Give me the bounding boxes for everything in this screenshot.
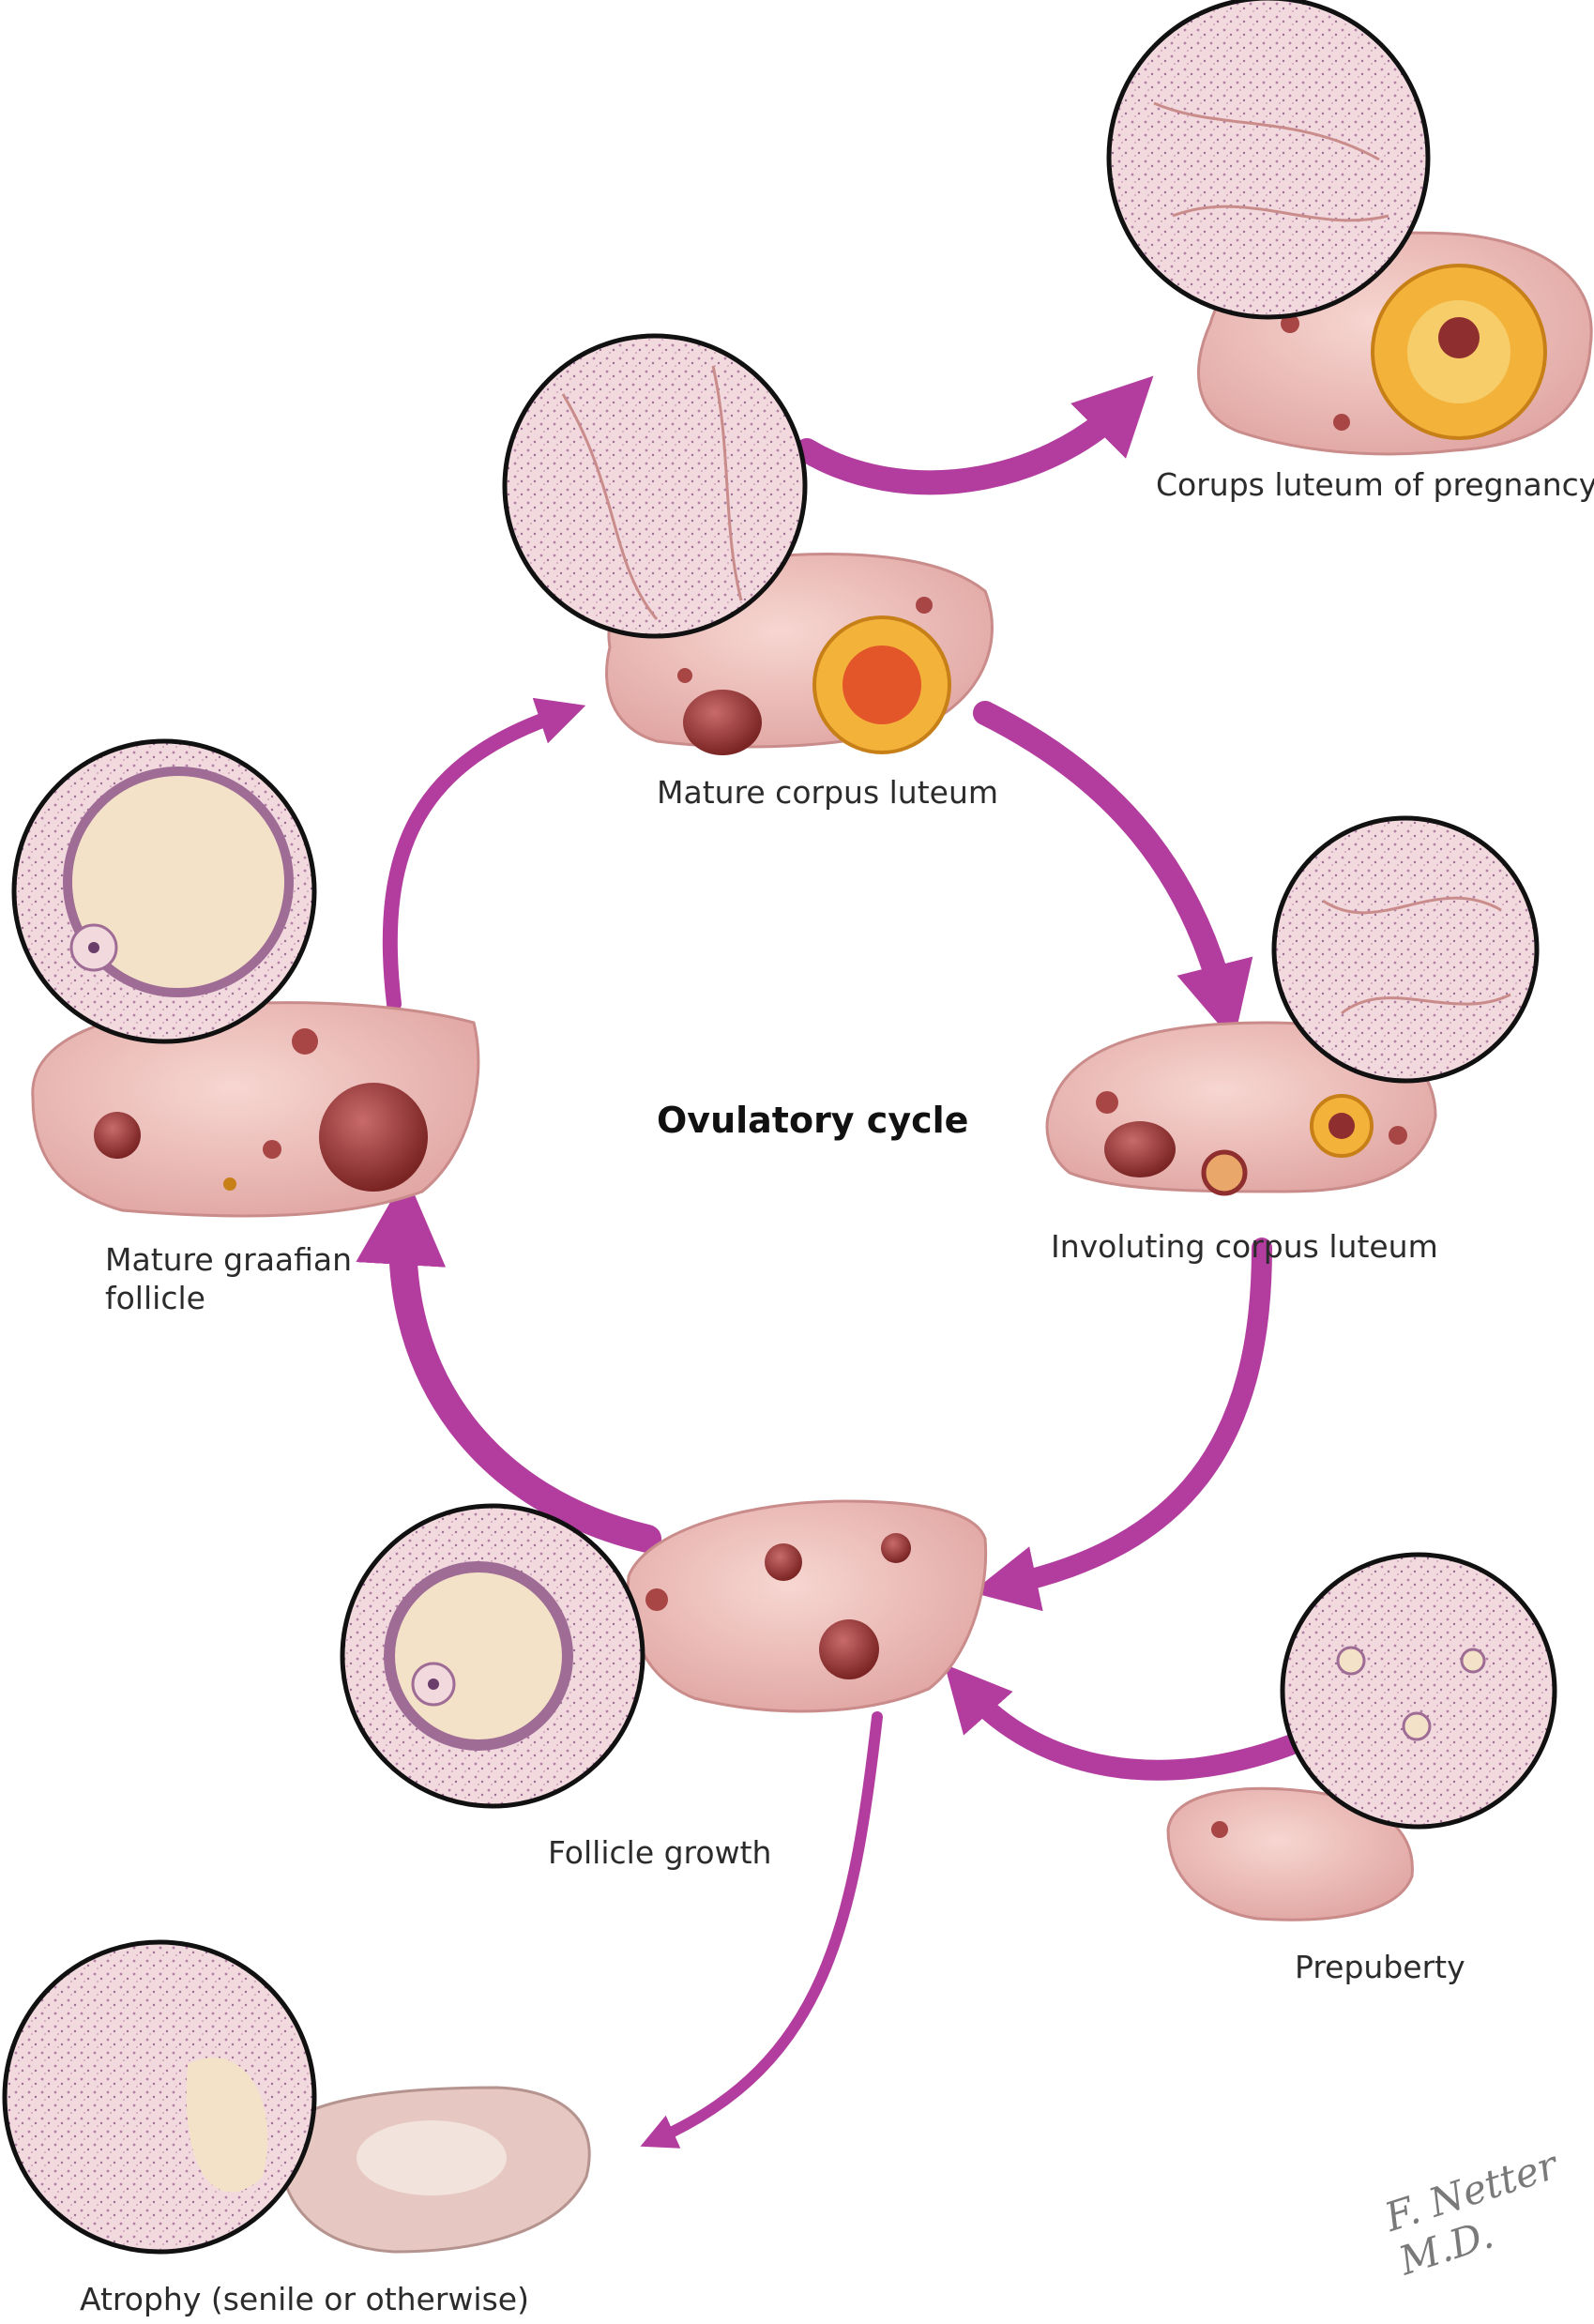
label-corpus-luteum-pregnancy: Corups luteum of pregnancy [1156, 466, 1594, 503]
label-prepuberty: Prepuberty [1295, 1949, 1465, 1985]
ovary-corpus-luteum-pregnancy [1197, 231, 1593, 456]
micrograph-mature-corpus-luteum [502, 333, 808, 639]
ovary-mature-graafian-follicle [31, 1001, 480, 1218]
label-mature-graafian-follicle: Mature graafian follicle [105, 1241, 353, 1317]
ovary-atrophy [279, 2086, 591, 2254]
ovary-follicle-growth [626, 1499, 988, 1713]
label-involuting-corpus-luteum: Involuting corpus luteum [1051, 1228, 1438, 1265]
micrograph-follicle-growth [340, 1503, 645, 1809]
label-atrophy: Atrophy (senile or otherwise) [80, 2281, 529, 2317]
ovary-prepuberty [1166, 1786, 1414, 1921]
micrograph-involuting-corpus-luteum [1271, 815, 1540, 1084]
arrow-to-atrophy [640, 1711, 883, 2149]
label-follicle-growth: Follicle growth [548, 1834, 772, 1871]
label-mature-corpus-luteum: Mature corpus luteum [657, 774, 999, 811]
arrow-to-follicle-growth [971, 1238, 1272, 1612]
arrow-graafian-to-mature-luteum [382, 697, 586, 1011]
arrow-pregnancy [795, 375, 1154, 495]
micrograph-corpus-luteum-pregnancy [1106, 0, 1431, 320]
micrograph-prepuberty [1280, 1552, 1557, 1830]
cycle-arrows [356, 375, 1300, 2149]
arrow-to-involuting [973, 701, 1253, 1042]
arrow-prepuberty [944, 1663, 1300, 1781]
arrow-follicle-growth-to-graafian [356, 1175, 661, 1553]
micrograph-atrophy [2, 1939, 317, 2255]
micrograph-mature-graafian-follicle [11, 738, 317, 1044]
diagram-title: Ovulatory cycle [657, 1100, 969, 1141]
